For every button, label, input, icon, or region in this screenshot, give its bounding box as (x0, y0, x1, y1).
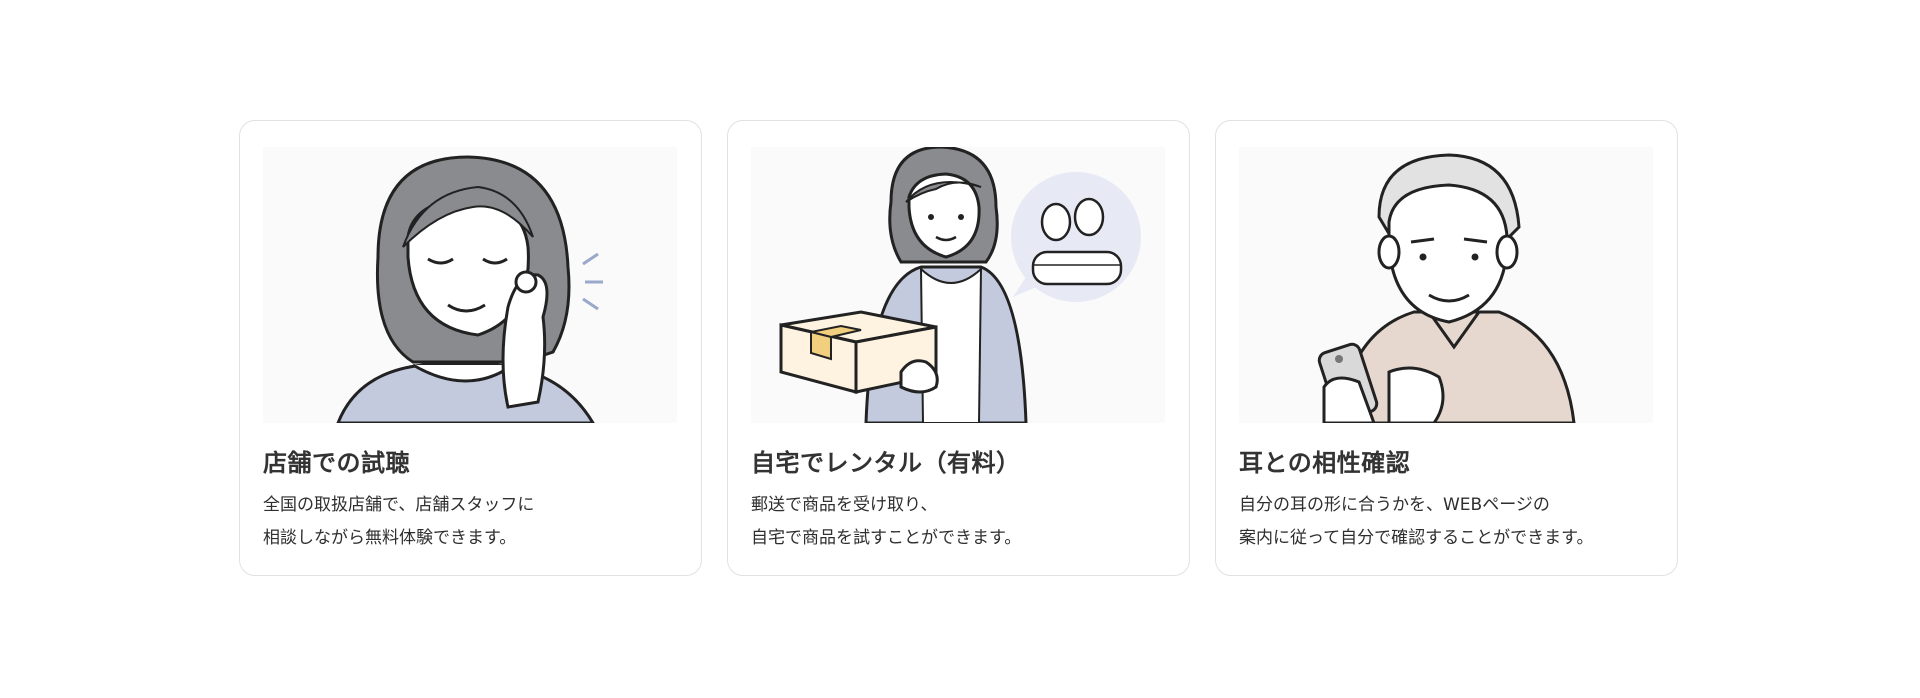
card-description-line: 自分の耳の形に合うかを、WEBページの (1239, 495, 1550, 515)
card-description-line: 自宅で商品を試すことができます。 (751, 528, 1022, 548)
card-title: 店舗での試聴 (263, 449, 410, 477)
feature-cards: 店舗での試聴 全国の取扱店舗で、店舗スタッフに 相談しながら無料体験できます。 (239, 120, 1678, 576)
card-description-line: 郵送で商品を受け取り、 (751, 495, 938, 515)
card-description-line: 全国の取扱店舗で、店舗スタッフに (263, 495, 535, 515)
card-ear-fit-check: 耳との相性確認 自分の耳の形に合うかを、WEBページの 案内に従って自分で確認す… (1215, 120, 1678, 576)
home-rental-illustration (751, 147, 1165, 423)
card-title: 耳との相性確認 (1239, 449, 1411, 477)
ear-fit-check-illustration (1239, 147, 1653, 423)
card-description: 郵送で商品を受け取り、 自宅で商品を試すことができます。 (751, 489, 1021, 555)
card-title: 自宅でレンタル（有料） (751, 449, 1021, 477)
card-store-trial: 店舗での試聴 全国の取扱店舗で、店舗スタッフに 相談しながら無料体験できます。 (239, 120, 702, 576)
card-description: 全国の取扱店舗で、店舗スタッフに 相談しながら無料体験できます。 (263, 489, 534, 555)
store-trial-illustration (263, 147, 677, 423)
card-home-rental: 自宅でレンタル（有料） 郵送で商品を受け取り、 自宅で商品を試すことができます。 (727, 120, 1190, 576)
card-description-line: 相談しながら無料体験できます。 (263, 528, 517, 548)
card-description-line: 案内に従って自分で確認することができます。 (1239, 528, 1594, 548)
card-description: 自分の耳の形に合うかを、WEBページの 案内に従って自分で確認することができます… (1239, 489, 1593, 555)
